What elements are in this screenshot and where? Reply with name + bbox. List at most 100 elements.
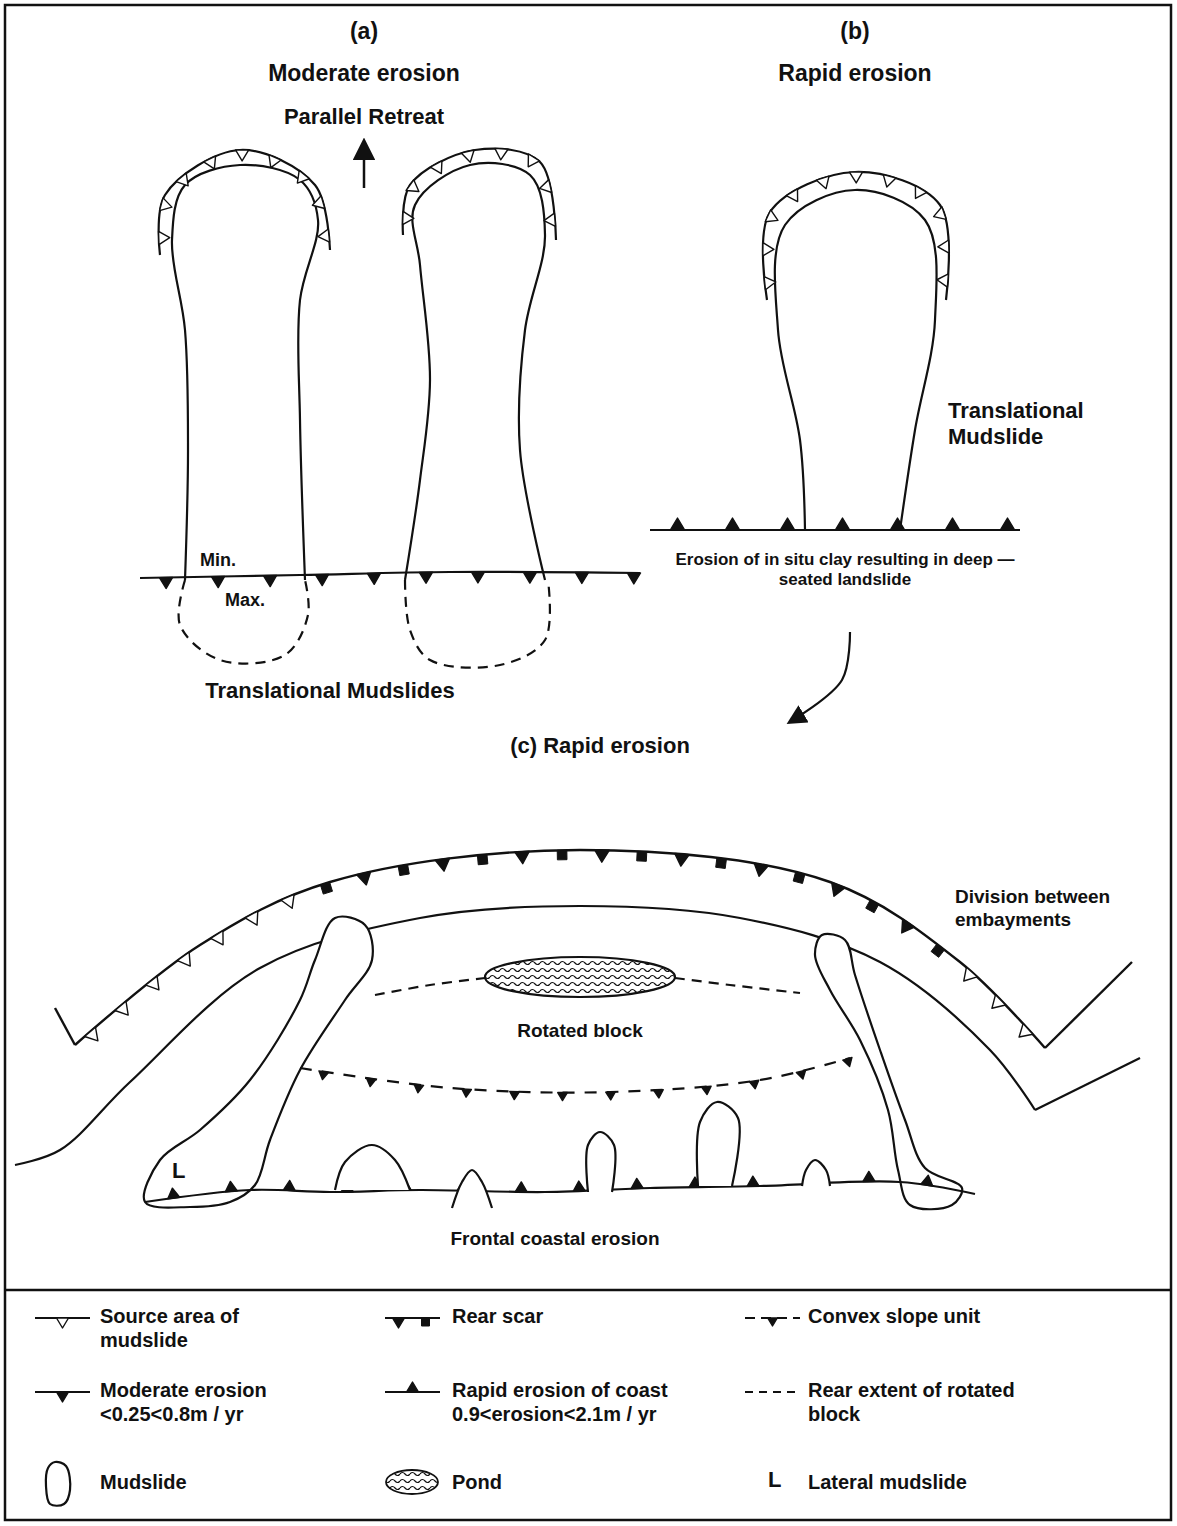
legend-label: Rear scar xyxy=(452,1304,702,1328)
rear-scar-tick xyxy=(675,854,689,867)
source-area-tick xyxy=(461,150,474,162)
source-area-tick xyxy=(297,170,309,183)
legend-sample-mudslide xyxy=(46,1462,70,1506)
rear-scar-tick xyxy=(754,863,768,876)
source-area-tick xyxy=(883,175,896,187)
source-area-tick xyxy=(312,196,324,209)
coastal-mudslide xyxy=(452,1170,492,1208)
rear-scar-tick xyxy=(902,919,915,933)
rear-scar-square xyxy=(398,864,409,875)
rear-scar-square xyxy=(866,900,879,913)
erosion-tick xyxy=(366,1078,376,1087)
erosion-tick xyxy=(768,1318,778,1326)
lateral-mudslide xyxy=(815,934,962,1209)
erosion-tick xyxy=(367,573,380,584)
source-area-tick xyxy=(938,240,949,253)
erosion-tick xyxy=(627,573,640,584)
line-symbols xyxy=(57,1392,69,1402)
source-area-tick xyxy=(786,189,797,202)
source-area-line xyxy=(763,172,949,300)
source-area-tick xyxy=(937,274,948,287)
erosion-tick xyxy=(573,1181,585,1191)
source-area-line xyxy=(403,149,556,240)
source-area-tick xyxy=(160,198,172,211)
coastal-mudslide xyxy=(335,1145,410,1190)
erosion-tick xyxy=(725,518,739,530)
source-area-tick xyxy=(211,931,223,945)
source-area-tick xyxy=(544,213,555,226)
line-symbols xyxy=(768,1318,778,1326)
figure-label: Moderate erosion xyxy=(234,60,494,88)
inner-slope-line xyxy=(1035,1058,1140,1110)
rear-extent-line xyxy=(675,978,800,993)
erosion-tick xyxy=(315,574,328,585)
line-symbols xyxy=(670,518,1014,530)
erosion-tick xyxy=(749,1080,758,1089)
source-area-tick xyxy=(964,967,977,981)
pond xyxy=(485,957,675,997)
transition-arrow xyxy=(790,632,850,722)
figure-label: (b) xyxy=(795,18,915,46)
source-area-tick xyxy=(495,148,508,159)
inner-slope-line xyxy=(15,906,1035,1165)
legend-divider xyxy=(5,1289,1171,1292)
embayment-division xyxy=(1045,962,1132,1048)
coastal-mudslide xyxy=(697,1102,740,1186)
source-area-tick xyxy=(146,976,159,990)
rear-scar-square xyxy=(477,854,487,864)
source-area-tick xyxy=(934,207,947,219)
figure-label: Parallel Retreat xyxy=(244,104,484,130)
line-symbols xyxy=(85,850,1033,1041)
erosion-tick xyxy=(471,572,484,583)
legend-label: Moderate erosion <0.25<0.8m / yr xyxy=(100,1378,300,1426)
source-area-tick xyxy=(764,277,776,290)
source-area-tick xyxy=(403,211,414,224)
coastline-rapid xyxy=(145,1181,975,1202)
line-symbols xyxy=(407,1382,419,1392)
rear-scar-tick xyxy=(393,1318,405,1328)
erosion-tick xyxy=(515,1182,527,1192)
figure-label: Translational Mudslide xyxy=(948,398,1128,451)
rear-scar-tick xyxy=(595,850,609,862)
source-area-tick xyxy=(115,1001,128,1015)
source-area-tick xyxy=(204,156,216,169)
erosion-tick xyxy=(523,572,536,583)
legend-label: Rapid erosion of coast 0.9<erosion<2.1m … xyxy=(452,1378,722,1426)
source-area-tick xyxy=(281,894,294,908)
source-area-tick xyxy=(85,1027,98,1041)
line-symbols xyxy=(319,1057,852,1100)
source-area-tick xyxy=(992,995,1006,1009)
retreat-arrow xyxy=(363,142,366,188)
erosion-tick xyxy=(796,1070,805,1079)
figure-label: Frontal coastal erosion xyxy=(395,1228,715,1251)
convex-slope-line xyxy=(300,1058,850,1093)
erosion-tick xyxy=(702,1086,712,1094)
max-extent-line xyxy=(405,580,550,668)
legend-sample-pond xyxy=(386,1470,438,1494)
erosion-tick xyxy=(1000,518,1014,530)
coastal-mudslide xyxy=(586,1132,615,1192)
rear-scar-square xyxy=(716,858,727,869)
erosion-tick xyxy=(159,577,172,588)
source-area-tick xyxy=(57,1318,69,1328)
legend-label: Convex slope unit xyxy=(808,1304,1138,1328)
figure-label: (a) xyxy=(304,18,424,46)
source-area-tick xyxy=(406,180,419,192)
erosion-tick xyxy=(414,1084,424,1093)
erosion-tick xyxy=(57,1392,69,1402)
max-extent-line xyxy=(179,580,309,664)
source-area-tick xyxy=(763,243,774,256)
source-area-tick xyxy=(1019,1024,1033,1037)
figure-label: (c) Rapid erosion xyxy=(440,733,760,759)
mudslide-outline xyxy=(775,190,937,530)
rear-scar-square xyxy=(422,1318,430,1326)
coastal-mudslide xyxy=(802,1160,830,1186)
erosion-tick xyxy=(945,518,959,530)
erosion-tick xyxy=(606,1092,616,1100)
legend-label: Mudslide xyxy=(100,1470,350,1494)
figure-label: Rapid erosion xyxy=(725,60,985,88)
legend-label: Pond xyxy=(452,1470,702,1494)
source-area-line xyxy=(159,150,330,255)
